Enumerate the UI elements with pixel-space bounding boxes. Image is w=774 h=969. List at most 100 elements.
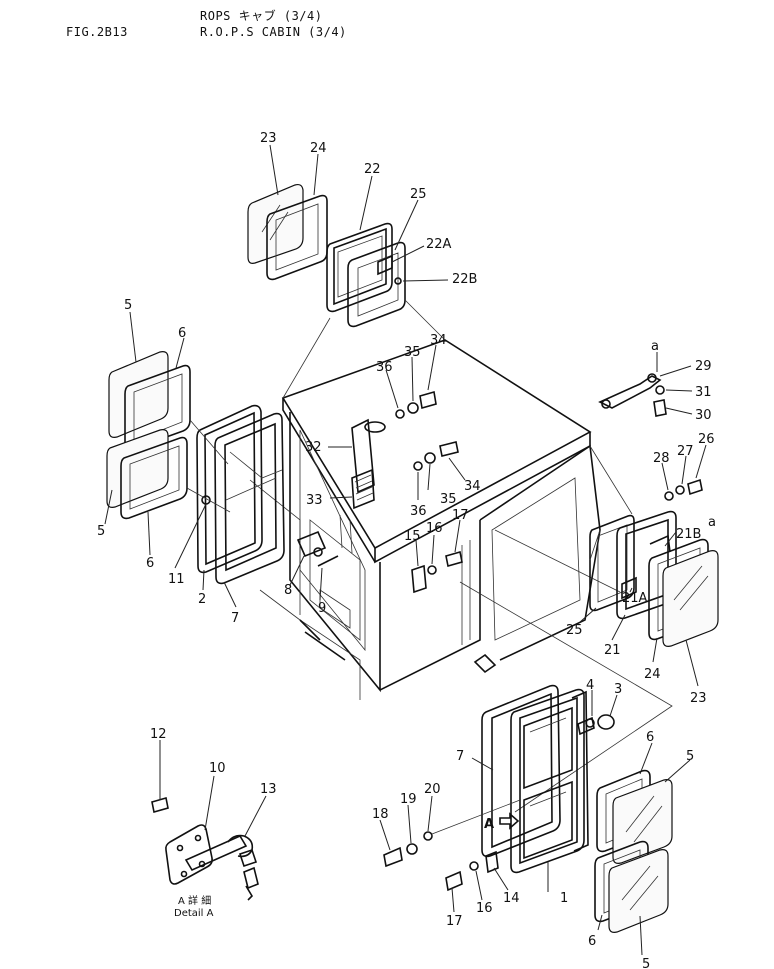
part-5-glass-lower [106,429,169,508]
part-22B-screw [394,277,402,285]
left-window-group [104,311,231,556]
callout: 26 [698,432,715,447]
left-door-group [174,404,339,608]
part-1-door [510,688,585,874]
marker-a-right: a [708,515,716,530]
part-6-seal-lower [120,436,188,520]
callout: 3 [614,682,622,697]
header-title-jp: ROPS キャブ (3/4) [200,9,323,23]
callout: 1 [560,891,568,906]
bottom-right-window-group [594,742,691,956]
callout: 21B [676,527,701,542]
callout: 32 [305,440,322,455]
fastener-15-16-17 [411,519,463,594]
callout: 10 [209,761,226,776]
callout: 20 [424,782,441,797]
part-2-door-frame [196,404,263,574]
callout: 2 [198,592,206,607]
part-22A-latch [377,254,393,276]
callout: 13 [260,782,277,797]
callout: 12 [150,727,167,742]
callout: 36 [376,360,393,375]
detail-label-en: Detail A [174,908,214,919]
callout: 11 [168,572,185,587]
callout: 23 [690,691,707,706]
callout: 5 [97,524,105,539]
callout: 22B [452,272,477,287]
callout: 6 [178,326,186,341]
callout: 35 [404,345,421,360]
callout: 8 [284,583,292,598]
callout: 17 [452,508,469,523]
detail-A-marker [499,812,520,830]
bolt-set-34-35-36-top [385,344,437,419]
part-21A-latch [621,576,637,600]
part-5-glass-upper [108,351,169,438]
cabin-roof [281,339,592,550]
callout: 4 [586,678,594,693]
marker-a-top: a [651,339,659,354]
callout: 24 [644,667,661,682]
callout: 9 [318,601,326,616]
marker-A: A [484,817,494,832]
callout: 25 [566,623,583,638]
callout: 28 [653,451,670,466]
callout: 15 [404,529,421,544]
part-23-glass-right [662,550,719,647]
bolt-set-34-35-36-mid [413,441,466,500]
fastener-set-bottom [379,795,521,913]
top-window-group [247,144,449,328]
callout: 16 [476,901,493,916]
right-window-group [579,444,719,687]
part-25-seal-right [589,514,635,612]
part-6-seal-upper [124,364,191,451]
handle-29-30-31 [598,352,693,417]
part-23-glass-top [247,183,304,264]
callout: 6 [588,934,596,949]
callout: 19 [400,792,417,807]
callout: 21A [622,591,648,606]
callout: 7 [456,749,464,764]
part-5-glass-br-lower [608,849,669,933]
callout: 6 [146,556,154,571]
callout: 30 [695,408,712,423]
header-title-en: R.O.P.S CABIN (3/4) [200,25,347,39]
cabin-body [249,299,601,700]
part-32-pipe [351,418,386,510]
callout: 21 [604,643,621,658]
callout: 14 [503,891,520,906]
detail-label-jp: A 詳 細 [178,894,211,907]
callout: 17 [446,914,463,929]
callout: 35 [440,492,457,507]
callout: 29 [695,359,712,374]
callout: 36 [410,504,427,519]
callout: 24 [310,141,327,156]
callout: 5 [686,749,694,764]
callout: 33 [306,493,323,508]
callout: 5 [124,298,132,313]
detail-A-lock-assembly [151,740,267,901]
callout: 22A [426,237,452,252]
callout: 18 [372,807,389,822]
callout: 16 [426,521,443,536]
part-25-seal-top [347,241,406,328]
callout: 31 [695,385,712,400]
part-5-glass-br-upper [612,779,673,864]
right-door-group [471,684,618,892]
callout: 5 [642,957,650,969]
part-24-seal-top [266,194,328,281]
callout: 34 [464,479,481,494]
callout: 27 [677,444,694,459]
part-7-door-seal-bottom [481,684,561,858]
callout: 23 [260,131,277,146]
callout: 7 [231,611,239,626]
part-22-frame [326,222,393,313]
callout-labels: 23 24 22 25 22A 22B 5 6 5 6 34 35 36 32 … [97,131,716,969]
header-fig-number: FIG.2B13 [66,25,128,39]
part-7-door-seal [214,412,285,585]
callout: 6 [646,730,654,745]
callout: 34 [430,333,447,348]
callout: 22 [364,162,381,177]
